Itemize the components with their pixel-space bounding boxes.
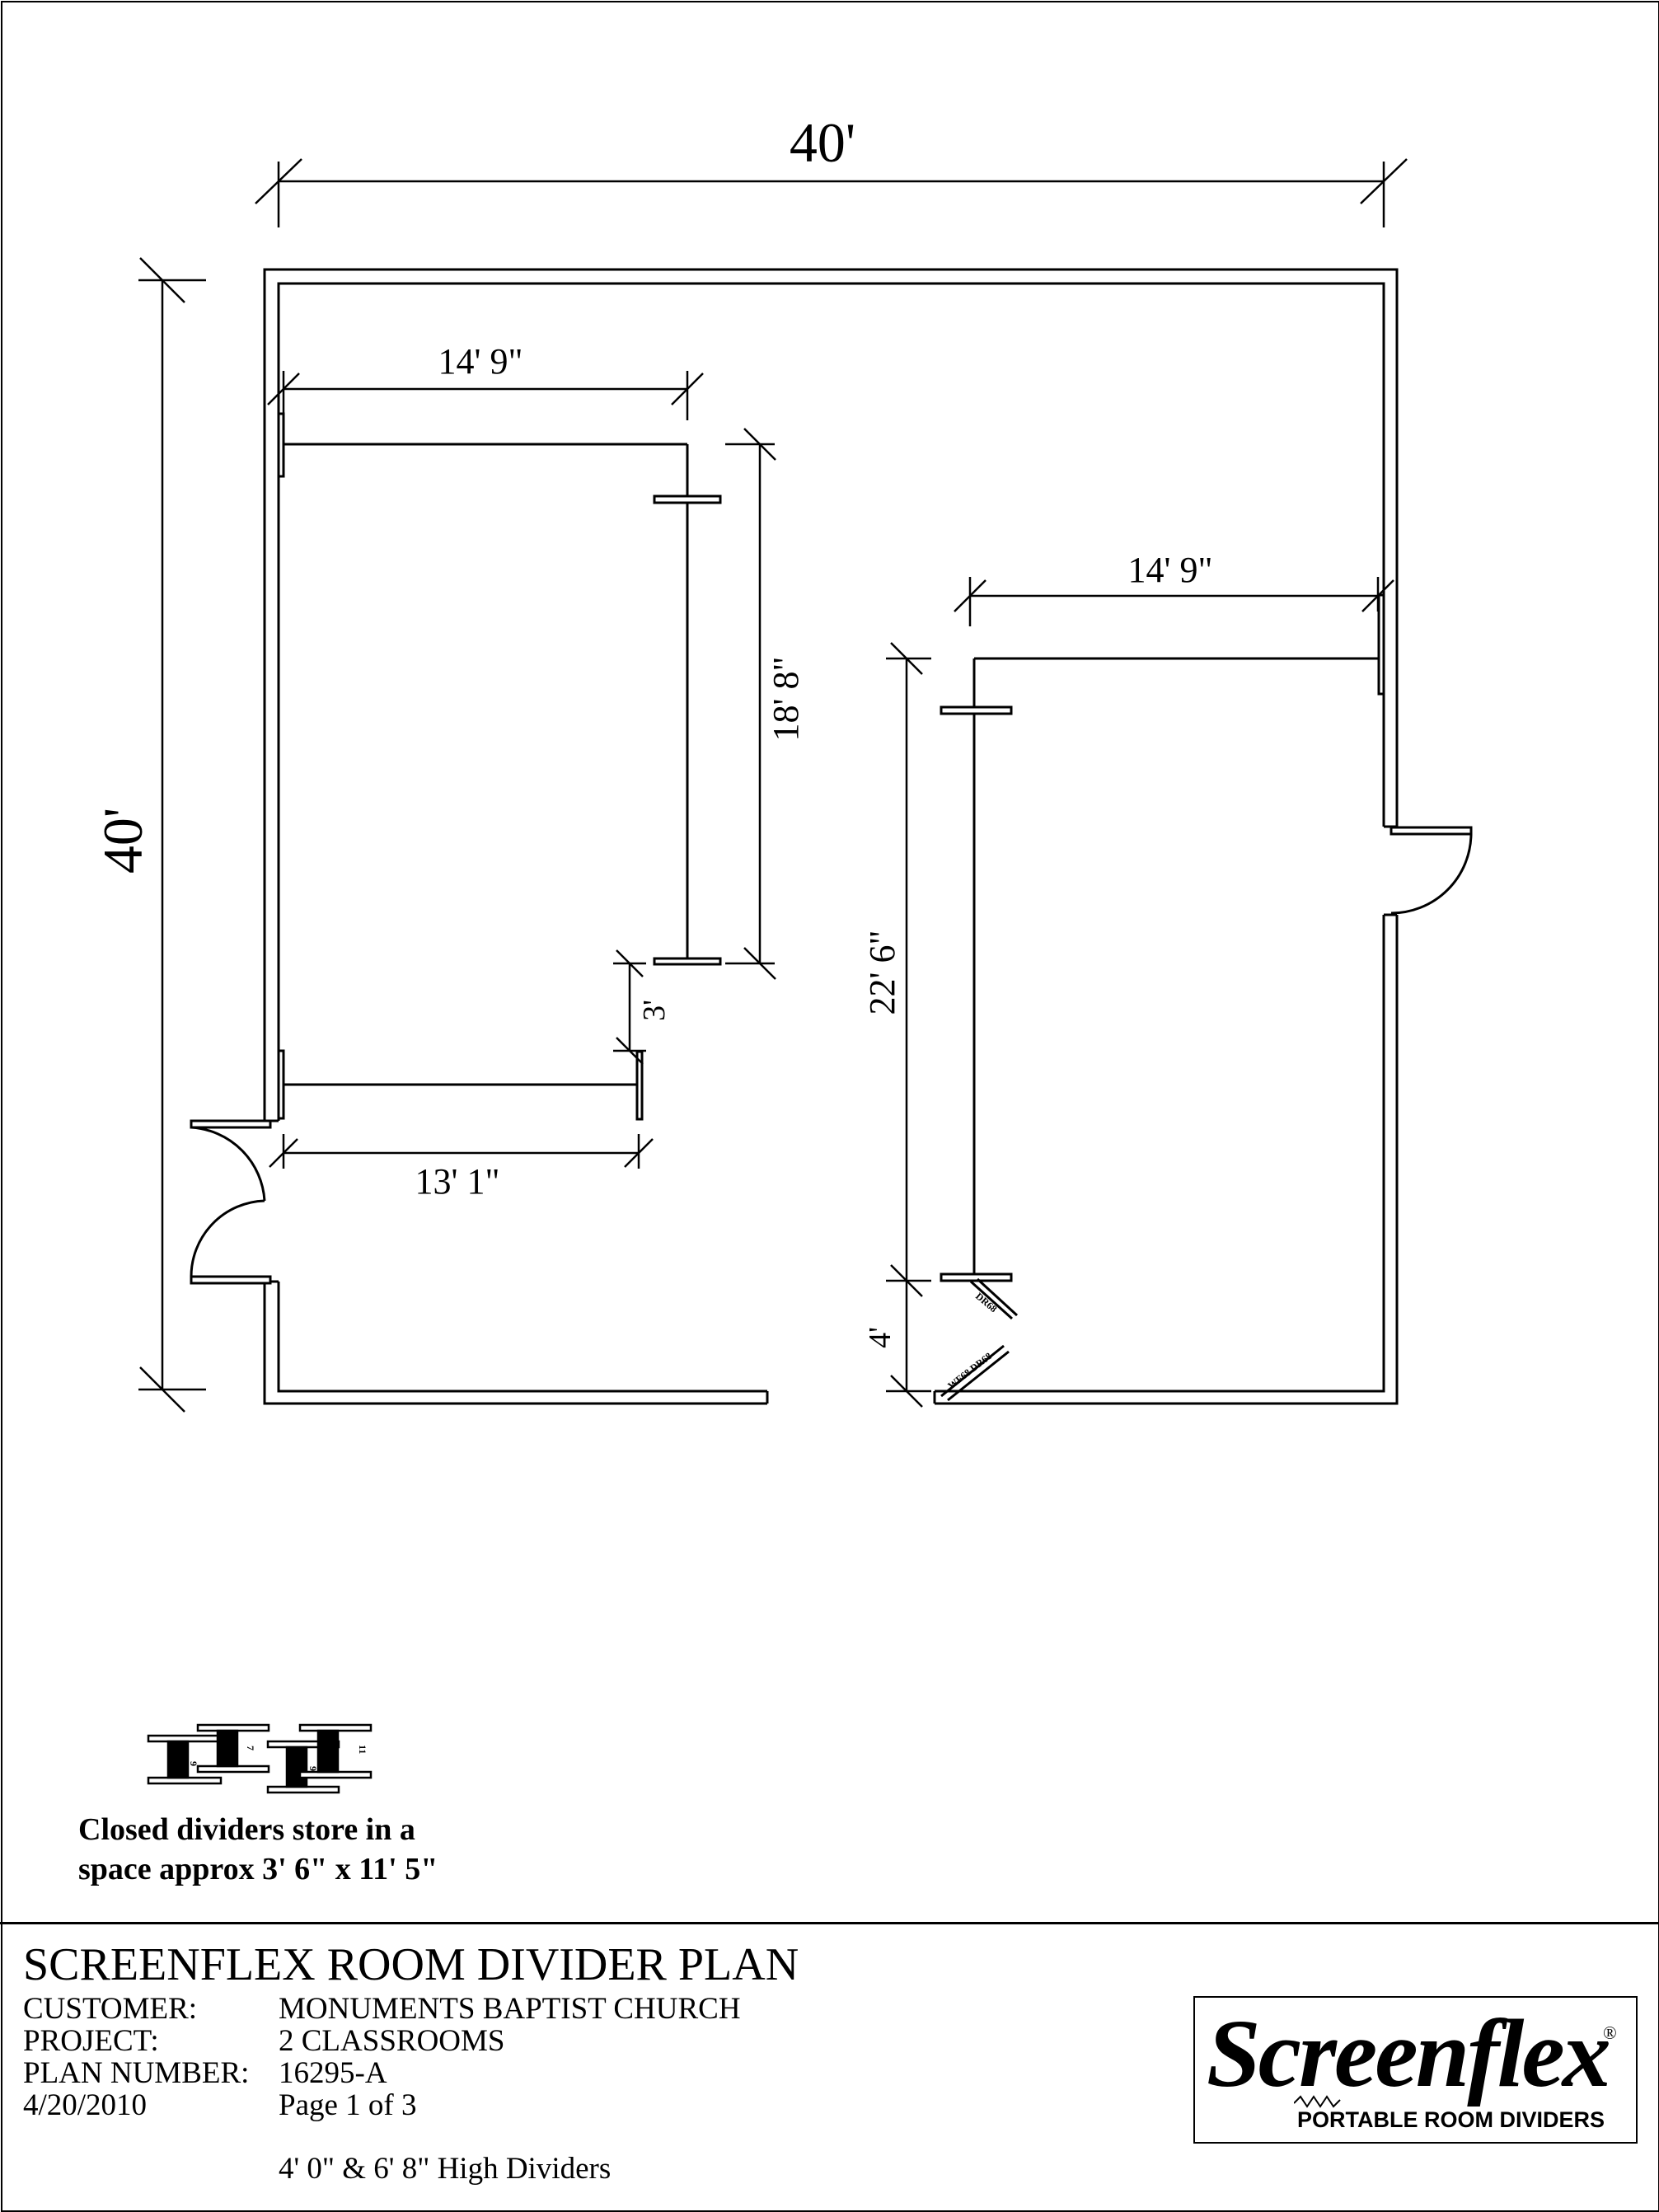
plan-title: SCREENFLEX ROOM DIVIDER PLAN <box>23 1939 799 1990</box>
dim-left-room-top: 14' 9" <box>438 341 523 382</box>
dim-right-room-side: 22' 6" <box>862 930 902 1015</box>
floor-plan: 40' 40' 14' 9" 18' 8" 3' 13' 1" 14' 9" 2… <box>91 111 1473 1794</box>
plan-number-label: PLAN NUMBER: <box>23 2056 250 2090</box>
storage-note-line1: Closed dividers store in a <box>78 1812 415 1847</box>
panel-count-2: 7 <box>245 1746 256 1750</box>
left-double-door <box>190 1119 272 1285</box>
left-room-dividers <box>277 412 722 1121</box>
panel-count-1: 9 <box>188 1761 199 1766</box>
dim-right-room-gap: 4' <box>863 1327 897 1348</box>
dim-total-width: 40' <box>790 111 855 174</box>
title-block-rule <box>0 1922 1659 1924</box>
storage-note: Closed dividers store in a space approx … <box>78 1810 438 1889</box>
customer-label: CUSTOMER: <box>23 1992 198 2026</box>
logo-zigzag-icon <box>1294 2095 1341 2108</box>
dimension-lines <box>138 158 1408 1413</box>
panel-count-3: 9 <box>307 1766 319 1771</box>
dim-total-height: 40' <box>91 808 154 874</box>
panel-count-4: 11 <box>357 1745 368 1754</box>
plan-date: 4/20/2010 <box>23 2088 148 2122</box>
dim-left-room-offset: 3' <box>637 1000 672 1021</box>
customer-value: MONUMENTS BAPTIST CHURCH <box>279 1992 741 2026</box>
right-door <box>1390 826 1473 915</box>
dim-left-room-side: 18' 8" <box>766 657 806 742</box>
dim-left-room-bottom: 13' 1" <box>415 1161 500 1202</box>
outer-walls <box>263 268 1399 1405</box>
logo-tagline: PORTABLE ROOM DIVIDERS <box>1297 2107 1605 2132</box>
screenflex-logo: Screenflex ® PORTABLE ROOM DIVIDERS <box>1193 1996 1638 2144</box>
page-number: Page 1 of 3 <box>279 2088 417 2122</box>
project-value: 2 CLASSROOMS <box>279 2024 505 2058</box>
logo-wordmark: Screenflex <box>1207 1999 1611 2107</box>
logo-registered-mark: ® <box>1603 2022 1617 2043</box>
divider-heights: 4' 0" & 6' 8" High Dividers <box>279 2152 612 2186</box>
dim-right-room-top: 14' 9" <box>1128 550 1213 590</box>
storage-note-line2: space approx 3' 6" x 11' 5" <box>78 1852 438 1886</box>
project-label: PROJECT: <box>23 2024 159 2058</box>
plan-number-value: 16295-A <box>279 2056 387 2090</box>
right-room-dividers <box>940 593 1385 1402</box>
storage-stack-illustration <box>147 1723 373 1794</box>
